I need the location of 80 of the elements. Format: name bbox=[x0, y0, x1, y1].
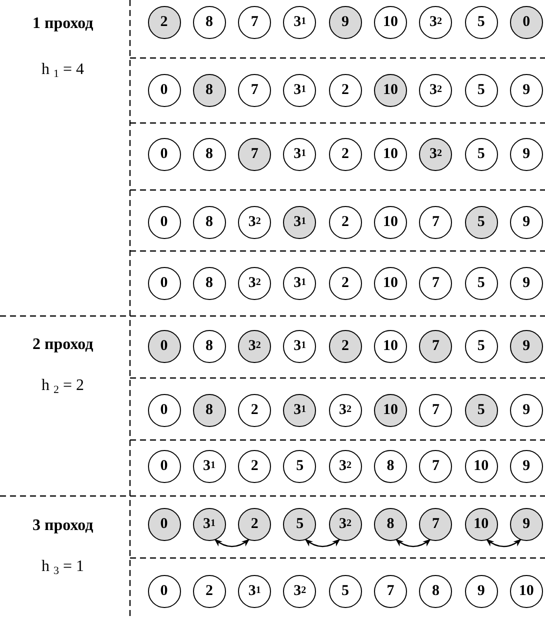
number-circle: 2 bbox=[328, 74, 362, 106]
curved-double-arrow bbox=[214, 539, 250, 548]
number-circle: 2 bbox=[192, 574, 226, 608]
number-circle: 9 bbox=[510, 206, 543, 238]
number-circle: 10 bbox=[374, 206, 407, 238]
number-circle: 9 bbox=[510, 508, 543, 540]
number-circle: 0 bbox=[148, 138, 180, 170]
number-circle: 10 bbox=[510, 574, 543, 608]
number-circle: 2 bbox=[238, 394, 272, 426]
number-circle: 8 bbox=[374, 450, 407, 482]
pass-heading: 1 проход bbox=[32, 15, 94, 34]
number-circle: 5 bbox=[464, 138, 498, 170]
number-circle: 8 bbox=[192, 74, 226, 106]
number-circle: 2 bbox=[238, 508, 272, 540]
step-size-label: h $_{2}$ = 2 bbox=[42, 377, 84, 396]
number-circle: 10 bbox=[374, 266, 407, 300]
number-circle: 0 bbox=[148, 266, 180, 300]
number-circle: 2 bbox=[328, 266, 362, 300]
curved-double-arrow bbox=[395, 539, 431, 548]
number-circle: 5 bbox=[464, 74, 498, 106]
number-circle: 9 bbox=[510, 74, 543, 106]
number-circle: 7 bbox=[374, 574, 407, 608]
number-circle: 7 bbox=[419, 508, 452, 540]
step-size-label: h $_{1}$ = 4 bbox=[42, 61, 84, 80]
number-circle: 8 bbox=[192, 138, 226, 170]
number-circle: 5 bbox=[464, 394, 498, 426]
number-circle: 0 bbox=[148, 206, 180, 238]
number-circle: 2 bbox=[238, 450, 272, 482]
number-circle: 5 bbox=[464, 206, 498, 238]
step-size-label: h $_{3}$ = 1 bbox=[42, 558, 84, 576]
number-circle: 2 bbox=[328, 138, 362, 170]
number-circle: 0 bbox=[148, 74, 180, 106]
number-circle: 9 bbox=[510, 266, 543, 300]
number-circle: 7 bbox=[238, 6, 272, 38]
curved-double-arrow bbox=[304, 539, 340, 548]
number-circle: 0 bbox=[148, 330, 180, 362]
number-circle: 8 bbox=[192, 6, 226, 38]
number-circle: 8 bbox=[419, 574, 452, 608]
number-circle: 8 bbox=[374, 508, 407, 540]
number-circle: 5 bbox=[283, 508, 316, 540]
number-circle: 9 bbox=[510, 138, 543, 170]
number-circle: 7 bbox=[419, 330, 452, 362]
number-circle: 0 bbox=[148, 394, 180, 426]
number-circle: 0 bbox=[148, 450, 180, 482]
number-circle: 8 bbox=[192, 330, 226, 362]
number-circle: 8 bbox=[192, 394, 226, 426]
number-circle: 10 bbox=[464, 508, 498, 540]
number-circle: 7 bbox=[419, 450, 452, 482]
number-circle: 10 bbox=[464, 450, 498, 482]
pass-heading: 3 проход bbox=[32, 517, 94, 536]
number-circle: 8 bbox=[192, 206, 226, 238]
number-circle: 10 bbox=[374, 6, 407, 38]
number-circle: 9 bbox=[510, 330, 543, 362]
number-circle: 10 bbox=[374, 330, 407, 362]
number-circle: 9 bbox=[510, 450, 543, 482]
number-circle: 7 bbox=[419, 206, 452, 238]
pass-heading: 2 проход bbox=[32, 336, 94, 354]
number-circle: 8 bbox=[192, 266, 226, 300]
number-circle: 2 bbox=[328, 330, 362, 362]
number-circle: 0 bbox=[148, 508, 180, 540]
number-circle: 0 bbox=[510, 6, 543, 38]
number-circle: 7 bbox=[419, 394, 452, 426]
number-circle: 2 bbox=[148, 6, 180, 38]
number-circle: 9 bbox=[510, 394, 543, 426]
number-circle: 5 bbox=[328, 574, 362, 608]
number-circle: 7 bbox=[419, 266, 452, 300]
number-circle: 0 bbox=[148, 574, 180, 608]
number-circle: 5 bbox=[464, 266, 498, 300]
number-circle: 10 bbox=[374, 394, 407, 426]
number-circle: 7 bbox=[238, 138, 272, 170]
curved-double-arrow bbox=[486, 539, 522, 548]
number-circle: 10 bbox=[374, 74, 407, 106]
number-circle: 5 bbox=[464, 330, 498, 362]
number-circle: 7 bbox=[238, 74, 272, 106]
number-circle: 9 bbox=[328, 6, 362, 38]
number-circle: 5 bbox=[464, 6, 498, 38]
number-circle: 10 bbox=[374, 138, 407, 170]
number-circle: 9 bbox=[464, 574, 498, 608]
number-circle: 5 bbox=[283, 450, 316, 482]
number-circle: 2 bbox=[328, 206, 362, 238]
